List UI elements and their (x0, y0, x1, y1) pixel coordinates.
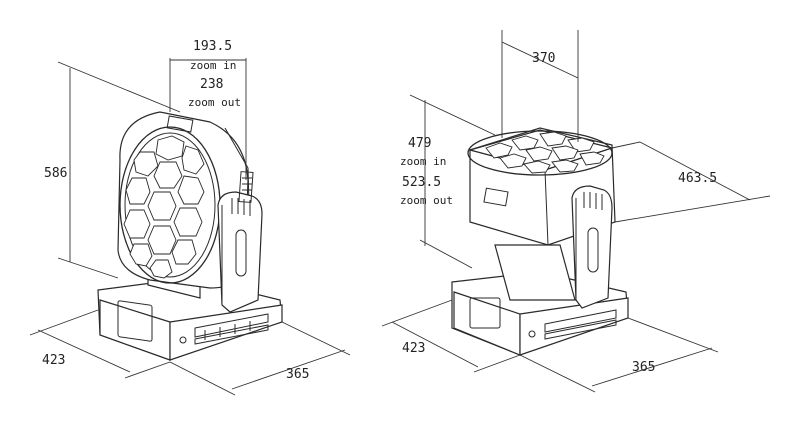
left-base-depth-value: 423 (42, 353, 65, 368)
right-lens-face (467, 130, 613, 176)
left-width-zoom-out-value: 238 (200, 77, 223, 92)
left-head (117, 111, 251, 289)
right-dimension-labels: 370 479 zoom in 523.5 zoom out 463.5 423… (400, 51, 717, 375)
right-fixture-drawing (451, 127, 629, 356)
right-base-depth-value: 423 (402, 341, 425, 356)
right-dimensions (381, 30, 771, 393)
left-width-zoom-in-caption: zoom in (190, 59, 236, 72)
right-side-depth-value: 463.5 (678, 171, 717, 186)
right-height-zoom-out-value: 523.5 (402, 175, 441, 190)
left-lens-array (123, 135, 205, 279)
left-fixture-drawing (97, 111, 283, 361)
right-top-width-value: 370 (532, 51, 555, 66)
left-base-width-value: 365 (286, 367, 309, 382)
left-dimension-labels: 193.5 zoom in 238 zoom out 586 423 365 (42, 39, 309, 382)
left-width-zoom-in-value: 193.5 (193, 39, 232, 54)
right-lens-array (485, 131, 605, 174)
left-height-value: 586 (44, 166, 67, 181)
right-height-zoom-in-value: 479 (408, 136, 431, 151)
right-height-zoom-in-caption: zoom in (400, 155, 446, 168)
left-yoke-right-arm (217, 171, 263, 313)
right-height-zoom-out-caption: zoom out (400, 194, 453, 207)
left-dimensions (29, 58, 351, 396)
right-yoke-center (494, 244, 576, 301)
left-width-zoom-out-caption: zoom out (188, 96, 241, 109)
right-base-width-value: 365 (632, 360, 655, 375)
right-yoke-right-arm (571, 185, 613, 309)
